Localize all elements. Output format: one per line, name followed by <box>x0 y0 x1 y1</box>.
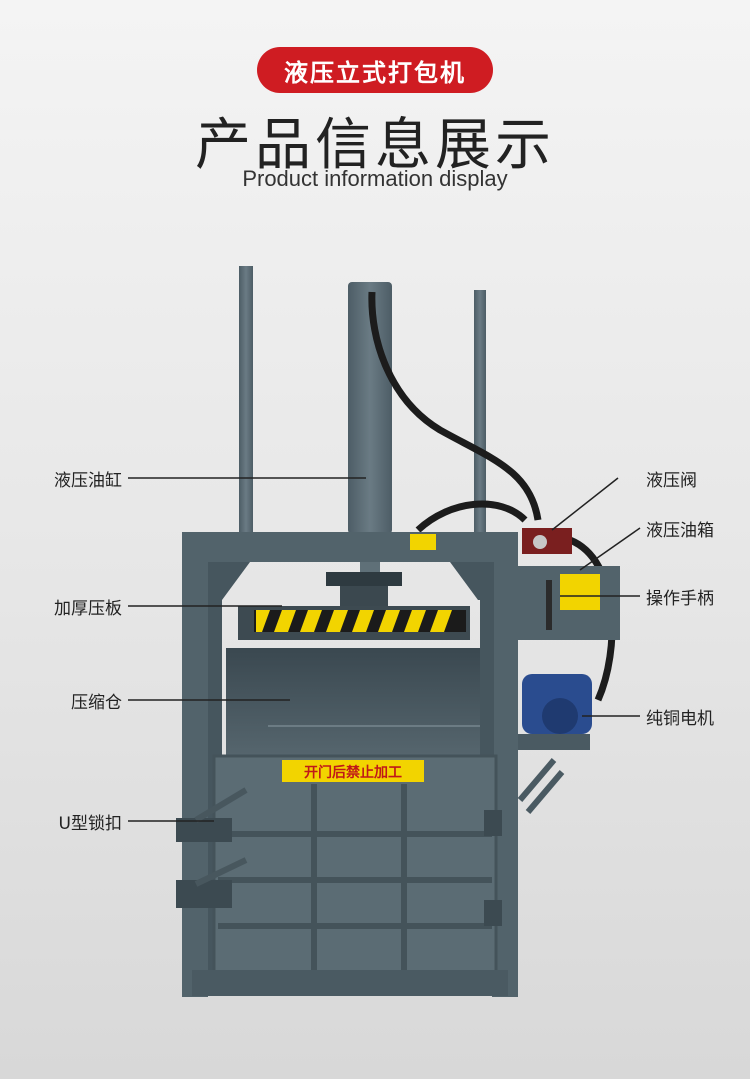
valve-knob <box>533 535 547 549</box>
door-hinge-bottom <box>484 900 502 926</box>
press-head <box>326 572 402 586</box>
callout-oil-tank: 液压油箱 <box>646 521 714 541</box>
callout-press-plate: 加厚压板 <box>54 599 122 619</box>
press-head-block <box>340 586 388 608</box>
page-subtitle: Product information display <box>242 166 508 191</box>
door-warning-text: 开门后禁止加工 <box>304 764 402 781</box>
motor-mount <box>518 734 590 750</box>
u-lock-top <box>176 787 248 842</box>
hydraulic-hose-lower <box>415 500 528 533</box>
brace-left <box>208 562 250 600</box>
door-grid <box>218 784 492 970</box>
callout-copper-motor: 纯铜电机 <box>646 709 714 729</box>
product-badge: 液压立式打包机 <box>257 47 493 93</box>
hydraulic-hose-upper <box>368 291 542 521</box>
brace-right <box>450 562 494 600</box>
motor-strut-2 <box>525 770 565 814</box>
page-title: 产品信息展示 <box>195 113 555 178</box>
machine-base <box>192 970 508 996</box>
oil-tank-label <box>560 574 600 610</box>
guide-rod-left <box>239 266 253 534</box>
compression-chamber <box>226 648 480 758</box>
motor-pump <box>542 698 578 734</box>
callout-lines <box>128 477 641 822</box>
door-warning-label <box>282 760 424 782</box>
door-hinge-top <box>484 810 502 836</box>
frame-top-beam <box>182 532 518 562</box>
callout-operation-handle: 操作手柄 <box>646 589 714 609</box>
guide-rod-right <box>474 290 486 534</box>
warning-label-small <box>410 534 436 550</box>
motor-strut-1 <box>517 758 557 802</box>
operation-handle <box>546 580 552 630</box>
u-lock-bottom <box>176 857 248 908</box>
callout-hydraulic-cylinder: 液压油缸 <box>54 471 122 491</box>
callout-compression-chamber: 压缩仓 <box>71 693 122 713</box>
callout-u-lock: U型锁扣 <box>58 814 122 834</box>
valve-block <box>522 528 572 554</box>
callout-hydraulic-valve: 液压阀 <box>646 471 697 491</box>
frame-left-post <box>182 532 208 997</box>
chamber-door <box>212 754 498 976</box>
press-plate-stripes <box>256 610 452 632</box>
